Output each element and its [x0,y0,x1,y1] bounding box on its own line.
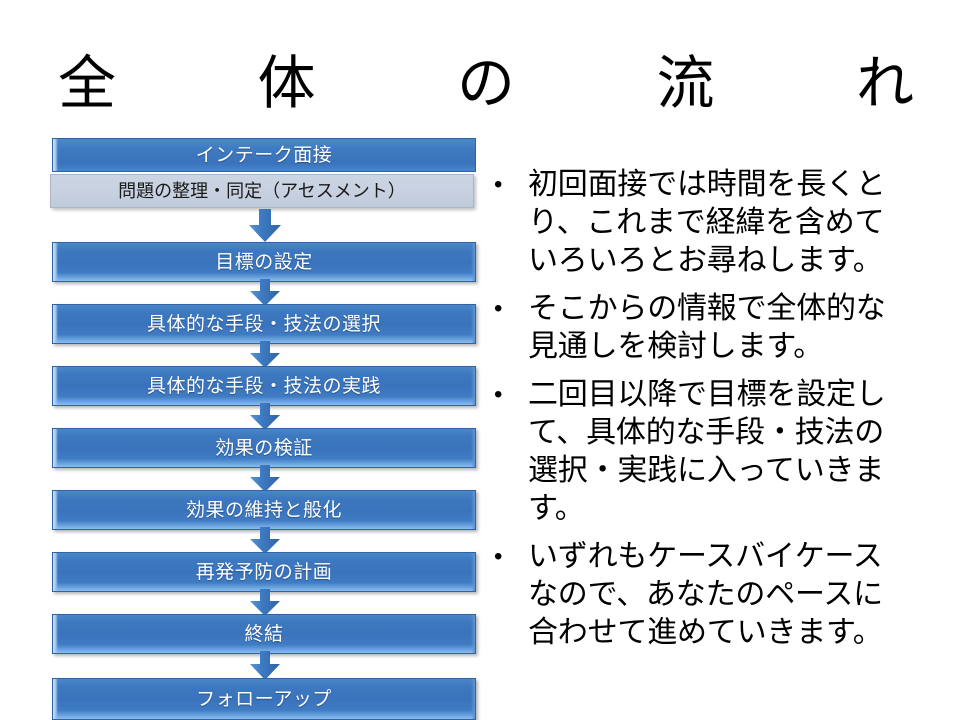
flow-box-8[interactable]: フォローアップ [52,678,476,720]
list-item: • いずれもケースバイケースなので、あなたのペースに合わせて進めていきます。 [488,538,908,652]
flow-box-2[interactable]: 具体的な手段・技法の選択 [52,304,476,344]
flow-node-4[interactable]: 効果の検証 [52,428,476,468]
flow-box-5[interactable]: 効果の維持と般化 [52,490,476,530]
flow-arrow-8 [248,651,282,681]
bullet-marker-icon: • [494,171,503,198]
flow-arrow-2 [248,279,282,307]
bullet-text-1: 初回面接では時間を長くとり、これまで経緯を含めていろいろとお尋ねします。 [528,168,886,277]
bullet-marker-icon: • [494,381,503,408]
flow-box-2-label: 具体的な手段・技法の選択 [146,313,381,335]
bullet-text-4: いずれもケースバイケースなので、あなたのペースに合わせて進めていきます。 [528,540,883,649]
flow-arrow-3 [248,341,282,369]
list-item: • そこからの情報で全体的な見通しを検討します。 [488,290,908,366]
list-item: • 二回目以降で目標を設定して、具体的な手段・技法の選択・実践に入っていきます。 [488,376,908,528]
flow-box-6-label: 再発予防の計画 [195,561,333,583]
flow-node-intake[interactable]: インテーク面接 問題の整理・同定（アセスメント） [50,138,476,208]
bullet-text-2: そこからの情報で全体的な見通しを検討します。 [528,292,886,363]
title-char-4: 流 [656,51,715,116]
flow-arrow-1 [248,209,282,243]
title-char-3: の [456,51,515,116]
flow-box-6[interactable]: 再発予防の計画 [52,552,476,592]
flow-box-intake-subbox[interactable]: 問題の整理・同定（アセスメント） [50,174,474,208]
explanation-bullet-list: • 初回面接では時間を長くとり、これまで経緯を含めていろいろとお尋ねします。 •… [488,166,908,662]
flow-arrow-7 [248,589,282,617]
title-char-5: れ [855,51,914,116]
list-item: • 初回面接では時間を長くとり、これまで経緯を含めていろいろとお尋ねします。 [488,166,908,280]
flow-node-5[interactable]: 効果の維持と般化 [52,490,476,530]
flow-box-7[interactable]: 終結 [52,614,476,654]
flow-box-8-label: フォローアップ [196,688,332,710]
flow-box-1[interactable]: 目標の設定 [52,242,476,282]
flow-box-5-label: 効果の維持と般化 [185,499,342,521]
flow-node-8[interactable]: フォローアップ [52,678,476,720]
process-flow-diagram: インテーク面接 問題の整理・同定（アセスメント） 目標の設定 [50,138,482,720]
flow-arrow-4 [248,403,282,431]
page-title: 全 体 の 流 れ [58,48,914,120]
flow-box-4[interactable]: 効果の検証 [52,428,476,468]
flow-box-4-label: 効果の検証 [215,437,313,459]
bullet-marker-icon: • [494,543,503,570]
flow-node-2[interactable]: 具体的な手段・技法の選択 [52,304,476,344]
flow-box-3[interactable]: 具体的な手段・技法の実践 [52,366,476,406]
flow-arrow-5 [248,465,282,493]
bullet-text-3: 二回目以降で目標を設定して、具体的な手段・技法の選択・実践に入っていきます。 [528,378,886,525]
title-char-2: 体 [257,51,316,116]
title-char-1: 全 [58,51,117,116]
flow-box-intake-header[interactable]: インテーク面接 [52,138,476,172]
flow-box-1-label: 目標の設定 [215,251,313,273]
flow-box-7-label: 終結 [244,623,284,645]
flow-node-1[interactable]: 目標の設定 [52,242,476,282]
flow-node-3[interactable]: 具体的な手段・技法の実践 [52,366,476,406]
flow-arrow-6 [248,527,282,555]
bullet-marker-icon: • [494,295,503,322]
flow-box-intake-subbox-label: 問題の整理・同定（アセスメント） [118,181,406,201]
flow-box-3-label: 具体的な手段・技法の実践 [146,375,381,397]
flow-node-7[interactable]: 終結 [52,614,476,654]
flow-node-6[interactable]: 再発予防の計画 [52,552,476,592]
flow-box-intake-header-label: インテーク面接 [195,144,333,166]
